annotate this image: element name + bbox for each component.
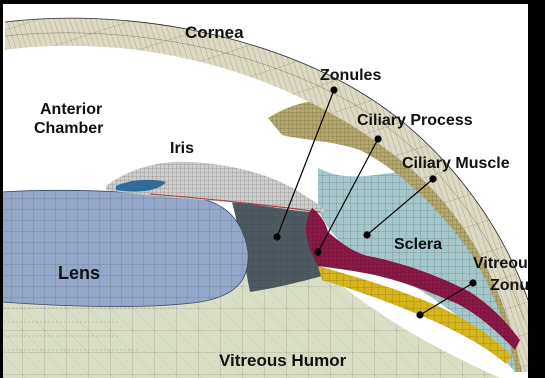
- zonules-leader-dot-bottom: [274, 234, 280, 240]
- label-vitreous-humor: Vitreous Humor: [219, 351, 347, 370]
- label-ciliary-muscle: Ciliary Muscle: [402, 155, 510, 172]
- label-lens: Lens: [58, 263, 100, 283]
- label-anterior-chamber-line2: Chamber: [34, 120, 103, 137]
- ciliary-process-leader-dot-bottom: [315, 249, 321, 255]
- frame-left: [0, 0, 3, 378]
- label-sclera: Sclera: [394, 236, 442, 253]
- frame-right: [528, 0, 545, 378]
- label-vitreous-zonule-line1: Vitreous: [473, 255, 537, 272]
- ciliary-muscle-leader-dot-bottom: [364, 232, 370, 238]
- ciliary-process-leader-dot-top: [375, 136, 381, 142]
- label-zonules: Zonules: [320, 67, 381, 84]
- label-anterior-chamber-line1: Anterior: [40, 101, 102, 118]
- zonules-leader-dot-top: [331, 87, 337, 93]
- vitreous-zonule-leader-dot-top: [470, 280, 476, 286]
- ciliary-muscle-leader-dot-top: [430, 176, 436, 182]
- label-ciliary-process: Ciliary Process: [357, 112, 473, 129]
- label-cornea: Cornea: [185, 23, 244, 42]
- vitreous-zonule-leader-dot-bottom: [417, 312, 423, 318]
- label-iris: Iris: [170, 140, 194, 157]
- frame-top: [0, 0, 545, 4]
